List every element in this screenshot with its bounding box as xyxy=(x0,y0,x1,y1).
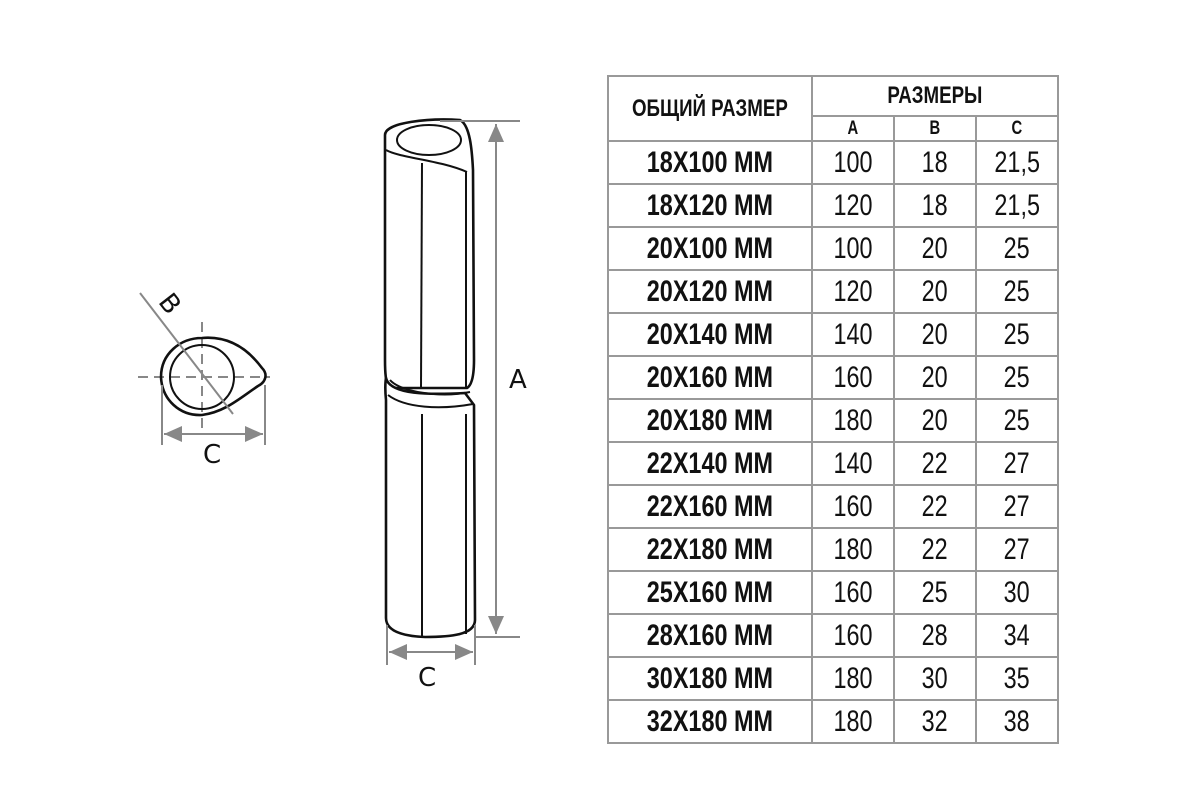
cell-c: 35 xyxy=(974,656,1060,701)
cell-size: 22X160 MM xyxy=(607,484,813,529)
cell-b: 25 xyxy=(893,570,977,615)
cell-b: 20 xyxy=(893,269,977,314)
label-a: A xyxy=(509,365,527,395)
cell-a: 100 xyxy=(810,140,896,185)
cell-a: 100 xyxy=(810,226,896,271)
cell-c: 27 xyxy=(974,441,1060,486)
hinge-upper-barrel xyxy=(383,118,476,390)
cell-size: 20X140 MM xyxy=(607,312,813,357)
cell-a: 180 xyxy=(810,398,896,443)
cell-size: 18X100 MM xyxy=(607,140,813,185)
cell-size: 20X100 MM xyxy=(607,226,813,271)
section-inner-bore xyxy=(169,344,235,410)
cell-c: 25 xyxy=(974,269,1060,314)
cell-size: 20X160 MM xyxy=(607,355,813,400)
cell-b: 28 xyxy=(893,613,977,658)
hinge-side-view: A C xyxy=(383,118,527,693)
cell-b: 22 xyxy=(893,441,977,486)
cell-b: 20 xyxy=(893,398,977,443)
cell-b: 18 xyxy=(893,183,977,228)
cell-a: 120 xyxy=(810,269,896,314)
cell-b: 18 xyxy=(893,140,977,185)
cell-a: 180 xyxy=(810,656,896,701)
cell-c: 38 xyxy=(974,699,1060,744)
cell-size: 18X120 MM xyxy=(607,183,813,228)
dimension-b-line xyxy=(139,292,234,415)
cell-a: 180 xyxy=(810,527,896,572)
cell-a: 160 xyxy=(810,570,896,615)
cell-b: 20 xyxy=(893,355,977,400)
label-c-section: C xyxy=(203,440,221,470)
cell-size: 20X120 MM xyxy=(607,269,813,314)
cell-size: 28X160 MM xyxy=(607,613,813,658)
cell-b: 20 xyxy=(893,312,977,357)
cell-size: 32X180 MM xyxy=(607,699,813,744)
cell-c: 25 xyxy=(974,312,1060,357)
cell-a: 160 xyxy=(810,355,896,400)
cell-a: 120 xyxy=(810,183,896,228)
cell-a: 160 xyxy=(810,613,896,658)
cell-c: 25 xyxy=(974,355,1060,400)
cell-a: 140 xyxy=(810,312,896,357)
cell-b: 22 xyxy=(893,484,977,529)
header-total-size: ОБЩИЙ РАЗМЕР xyxy=(607,75,813,142)
cell-b: 30 xyxy=(893,656,977,701)
section-outer-profile xyxy=(159,336,267,417)
cell-size: 30X180 MM xyxy=(607,656,813,701)
cell-a: 180 xyxy=(810,699,896,744)
cell-c: 34 xyxy=(974,613,1060,658)
cell-c: 21,5 xyxy=(974,140,1060,185)
cell-b: 22 xyxy=(893,527,977,572)
header-b: B xyxy=(893,115,977,142)
header-dimensions: РАЗМЕРЫ xyxy=(810,75,1060,117)
cell-c: 25 xyxy=(974,398,1060,443)
cell-c: 25 xyxy=(974,226,1060,271)
header-a: A xyxy=(810,115,896,142)
cell-c: 27 xyxy=(974,527,1060,572)
cell-a: 140 xyxy=(810,441,896,486)
cell-size: 22X180 MM xyxy=(607,527,813,572)
cell-size: 25X160 MM xyxy=(607,570,813,615)
cell-a: 160 xyxy=(810,484,896,529)
cell-c: 27 xyxy=(974,484,1060,529)
cell-c: 21,5 xyxy=(974,183,1060,228)
cell-size: 22X140 MM xyxy=(607,441,813,486)
cell-c: 30 xyxy=(974,570,1060,615)
cell-b: 32 xyxy=(893,699,977,744)
hinge-lower-barrel xyxy=(383,376,477,639)
cell-size: 20X180 MM xyxy=(607,398,813,443)
label-c-hinge: C xyxy=(418,663,436,693)
cell-b: 20 xyxy=(893,226,977,271)
header-c: C xyxy=(974,115,1060,142)
cross-section-view: B C xyxy=(138,288,270,470)
